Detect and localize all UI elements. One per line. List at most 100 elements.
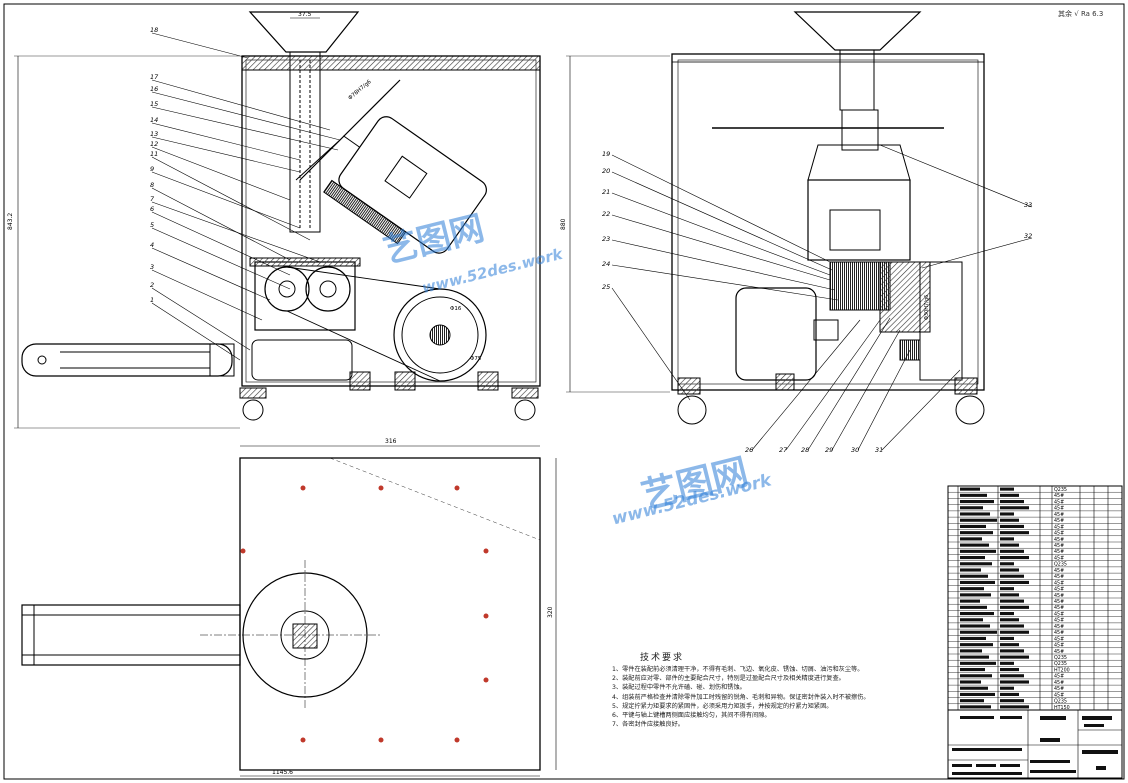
bom-material: Q235 — [1054, 562, 1067, 568]
bom-part-code — [1000, 643, 1019, 647]
label-26: 26 — [745, 446, 753, 454]
bom-part-code — [1000, 549, 1024, 553]
label-17: 17 — [150, 73, 159, 81]
bom-material: 45# — [1054, 618, 1064, 624]
bom-part-code — [1000, 705, 1029, 709]
svg-text:Φ75: Φ75 — [470, 356, 482, 362]
discharge-chute — [21, 343, 233, 377]
dim-front-fit: Φ78H7/g6 — [347, 79, 373, 102]
bom-material: 45# — [1054, 524, 1064, 530]
label-7: 7 — [150, 195, 155, 203]
bom-part-name — [960, 612, 994, 616]
bom-material: HT200 — [1054, 667, 1070, 673]
bom-part-code — [1000, 524, 1024, 528]
plan-view: 316 320 1145.6 — [21, 438, 557, 777]
bom-part-code — [1000, 568, 1019, 572]
bom-part-code — [1000, 531, 1029, 535]
bom-material: 45# — [1054, 630, 1064, 636]
bom-part-code — [1000, 537, 1014, 541]
bom-part-code — [1000, 500, 1024, 504]
casters — [239, 371, 539, 421]
svg-text:1145.6: 1145.6 — [272, 769, 293, 776]
dim-right-height: 880 — [560, 218, 567, 230]
bom-part-name — [960, 587, 984, 591]
label-19: 19 — [602, 150, 610, 158]
bom-material: 45# — [1054, 574, 1064, 580]
bom-part-code — [1000, 649, 1024, 653]
bom-part-code — [1000, 692, 1019, 696]
bom-part-code — [1000, 680, 1029, 684]
tech-line-6: 6、平键与轴上键槽两侧面应接触均匀，其间不得有间隙。 — [612, 712, 771, 720]
bom-part-name — [960, 580, 995, 584]
bom-material: 45# — [1054, 493, 1064, 499]
front-view: 37.5 843.2 Φ78H7/g6 — [7, 11, 541, 429]
bom-part-name — [960, 692, 995, 696]
bom-part-name — [960, 493, 987, 497]
label-16: 16 — [150, 85, 158, 93]
label-23: 23 — [602, 235, 610, 243]
shaft — [323, 179, 407, 245]
bom-material: 45# — [1054, 499, 1064, 505]
bom-part-name — [960, 568, 981, 572]
roller-right — [305, 266, 351, 312]
bom-part-name — [960, 537, 982, 541]
bom-material: 45# — [1054, 580, 1064, 586]
tech-line-5: 5、规定拧紧力矩要求的紧固件，必须采用力矩扳手，并按规定的拧紧力矩紧固。 — [612, 702, 833, 710]
bom-material: 45# — [1054, 506, 1064, 512]
label-21: 21 — [602, 188, 610, 196]
bolt-holes — [240, 485, 489, 743]
bom-part-name — [960, 636, 986, 640]
bom-material: 45# — [1054, 512, 1064, 518]
bom-part-code — [1000, 655, 1029, 659]
bom-material: 45# — [1054, 611, 1064, 617]
bom-part-code — [1000, 668, 1019, 672]
bom-part-code — [1000, 580, 1029, 584]
bom-part-code — [1000, 593, 1019, 597]
bom-part-name — [960, 618, 983, 622]
tech-line-2: 2、装配前应对零、部件的主要配合尺寸，特别是过盈配合尺寸及相关精度进行复查。 — [612, 675, 845, 683]
label-12: 12 — [150, 140, 158, 148]
bom-part-code — [1000, 612, 1014, 616]
bom-material: 45# — [1054, 643, 1064, 649]
bom-part-name — [960, 668, 985, 672]
bom-material: 45# — [1054, 587, 1064, 593]
bom-material: Q235 — [1054, 655, 1067, 661]
label-3: 3 — [150, 263, 154, 271]
bom-part-name — [960, 661, 996, 665]
hopper — [248, 11, 360, 53]
roughness-symbol: √ — [1074, 10, 1079, 18]
bom-part-name — [960, 543, 989, 547]
bom-material: 45# — [1054, 624, 1064, 630]
svg-text:320: 320 — [547, 606, 554, 618]
label-2: 2 — [150, 281, 154, 289]
bom-material: 45# — [1054, 531, 1064, 537]
bom-part-name — [960, 649, 982, 653]
label-9: 9 — [150, 165, 154, 173]
dim-top-width: 37.5 — [298, 11, 312, 18]
label-32: 32 — [1024, 232, 1032, 240]
roller-housing — [254, 261, 356, 331]
roughness-label: 其余 — [1058, 10, 1072, 18]
bom-part-code — [1000, 699, 1024, 703]
plan-base — [239, 457, 541, 771]
label-11: 11 — [150, 150, 158, 158]
label-4: 4 — [150, 241, 154, 249]
bom-part-name — [960, 605, 987, 609]
label-30: 30 — [851, 446, 859, 454]
bom-part-code — [1000, 487, 1014, 491]
label-15: 15 — [150, 100, 158, 108]
bom-part-name — [960, 593, 991, 597]
svg-text:Φ30H7/g6: Φ30H7/g6 — [924, 295, 930, 320]
dim-front-height: 843.2 — [7, 213, 14, 230]
bom-material: 45# — [1054, 605, 1064, 611]
bom-part-name — [960, 556, 985, 560]
bom-part-name — [960, 599, 980, 603]
bom-part-code — [1000, 661, 1014, 665]
lower-box — [251, 339, 353, 381]
bom-part-code — [1000, 587, 1014, 591]
bom-material: HT150 — [1054, 705, 1070, 711]
bom-part-name — [960, 506, 983, 510]
bom-part-code — [1000, 512, 1014, 516]
surface-roughness-note: 其余 √ Ra 6.3 — [1058, 9, 1103, 19]
label-24: 24 — [602, 260, 610, 268]
